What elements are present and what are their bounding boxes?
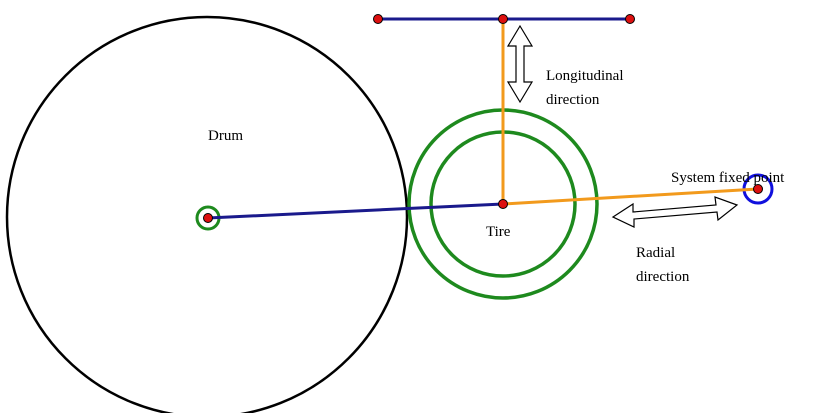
bar-left-joint	[373, 14, 383, 24]
drum-to-tire-link	[207, 202, 504, 220]
radial-link	[502, 187, 759, 206]
system-fixed-point-label: System fixed point	[671, 170, 785, 186]
longitudinal-double-arrow	[506, 24, 534, 104]
tire-center-joint	[498, 199, 508, 209]
drum-label: Drum	[208, 128, 243, 144]
longitudinal-label-line2: direction	[546, 92, 600, 108]
longitudinal-label-line1: Longitudinal	[546, 68, 624, 84]
radial-label-line1: Radial	[636, 245, 675, 261]
radial-double-arrow	[611, 196, 739, 228]
radial-label-line2: direction	[636, 269, 690, 285]
tire-label: Tire	[486, 224, 511, 240]
bar-right-joint	[625, 14, 635, 24]
drum-circle	[5, 15, 409, 413]
fixed-point-joint	[753, 184, 763, 194]
drum-center-joint	[203, 213, 213, 223]
bar-center-joint	[498, 14, 508, 24]
